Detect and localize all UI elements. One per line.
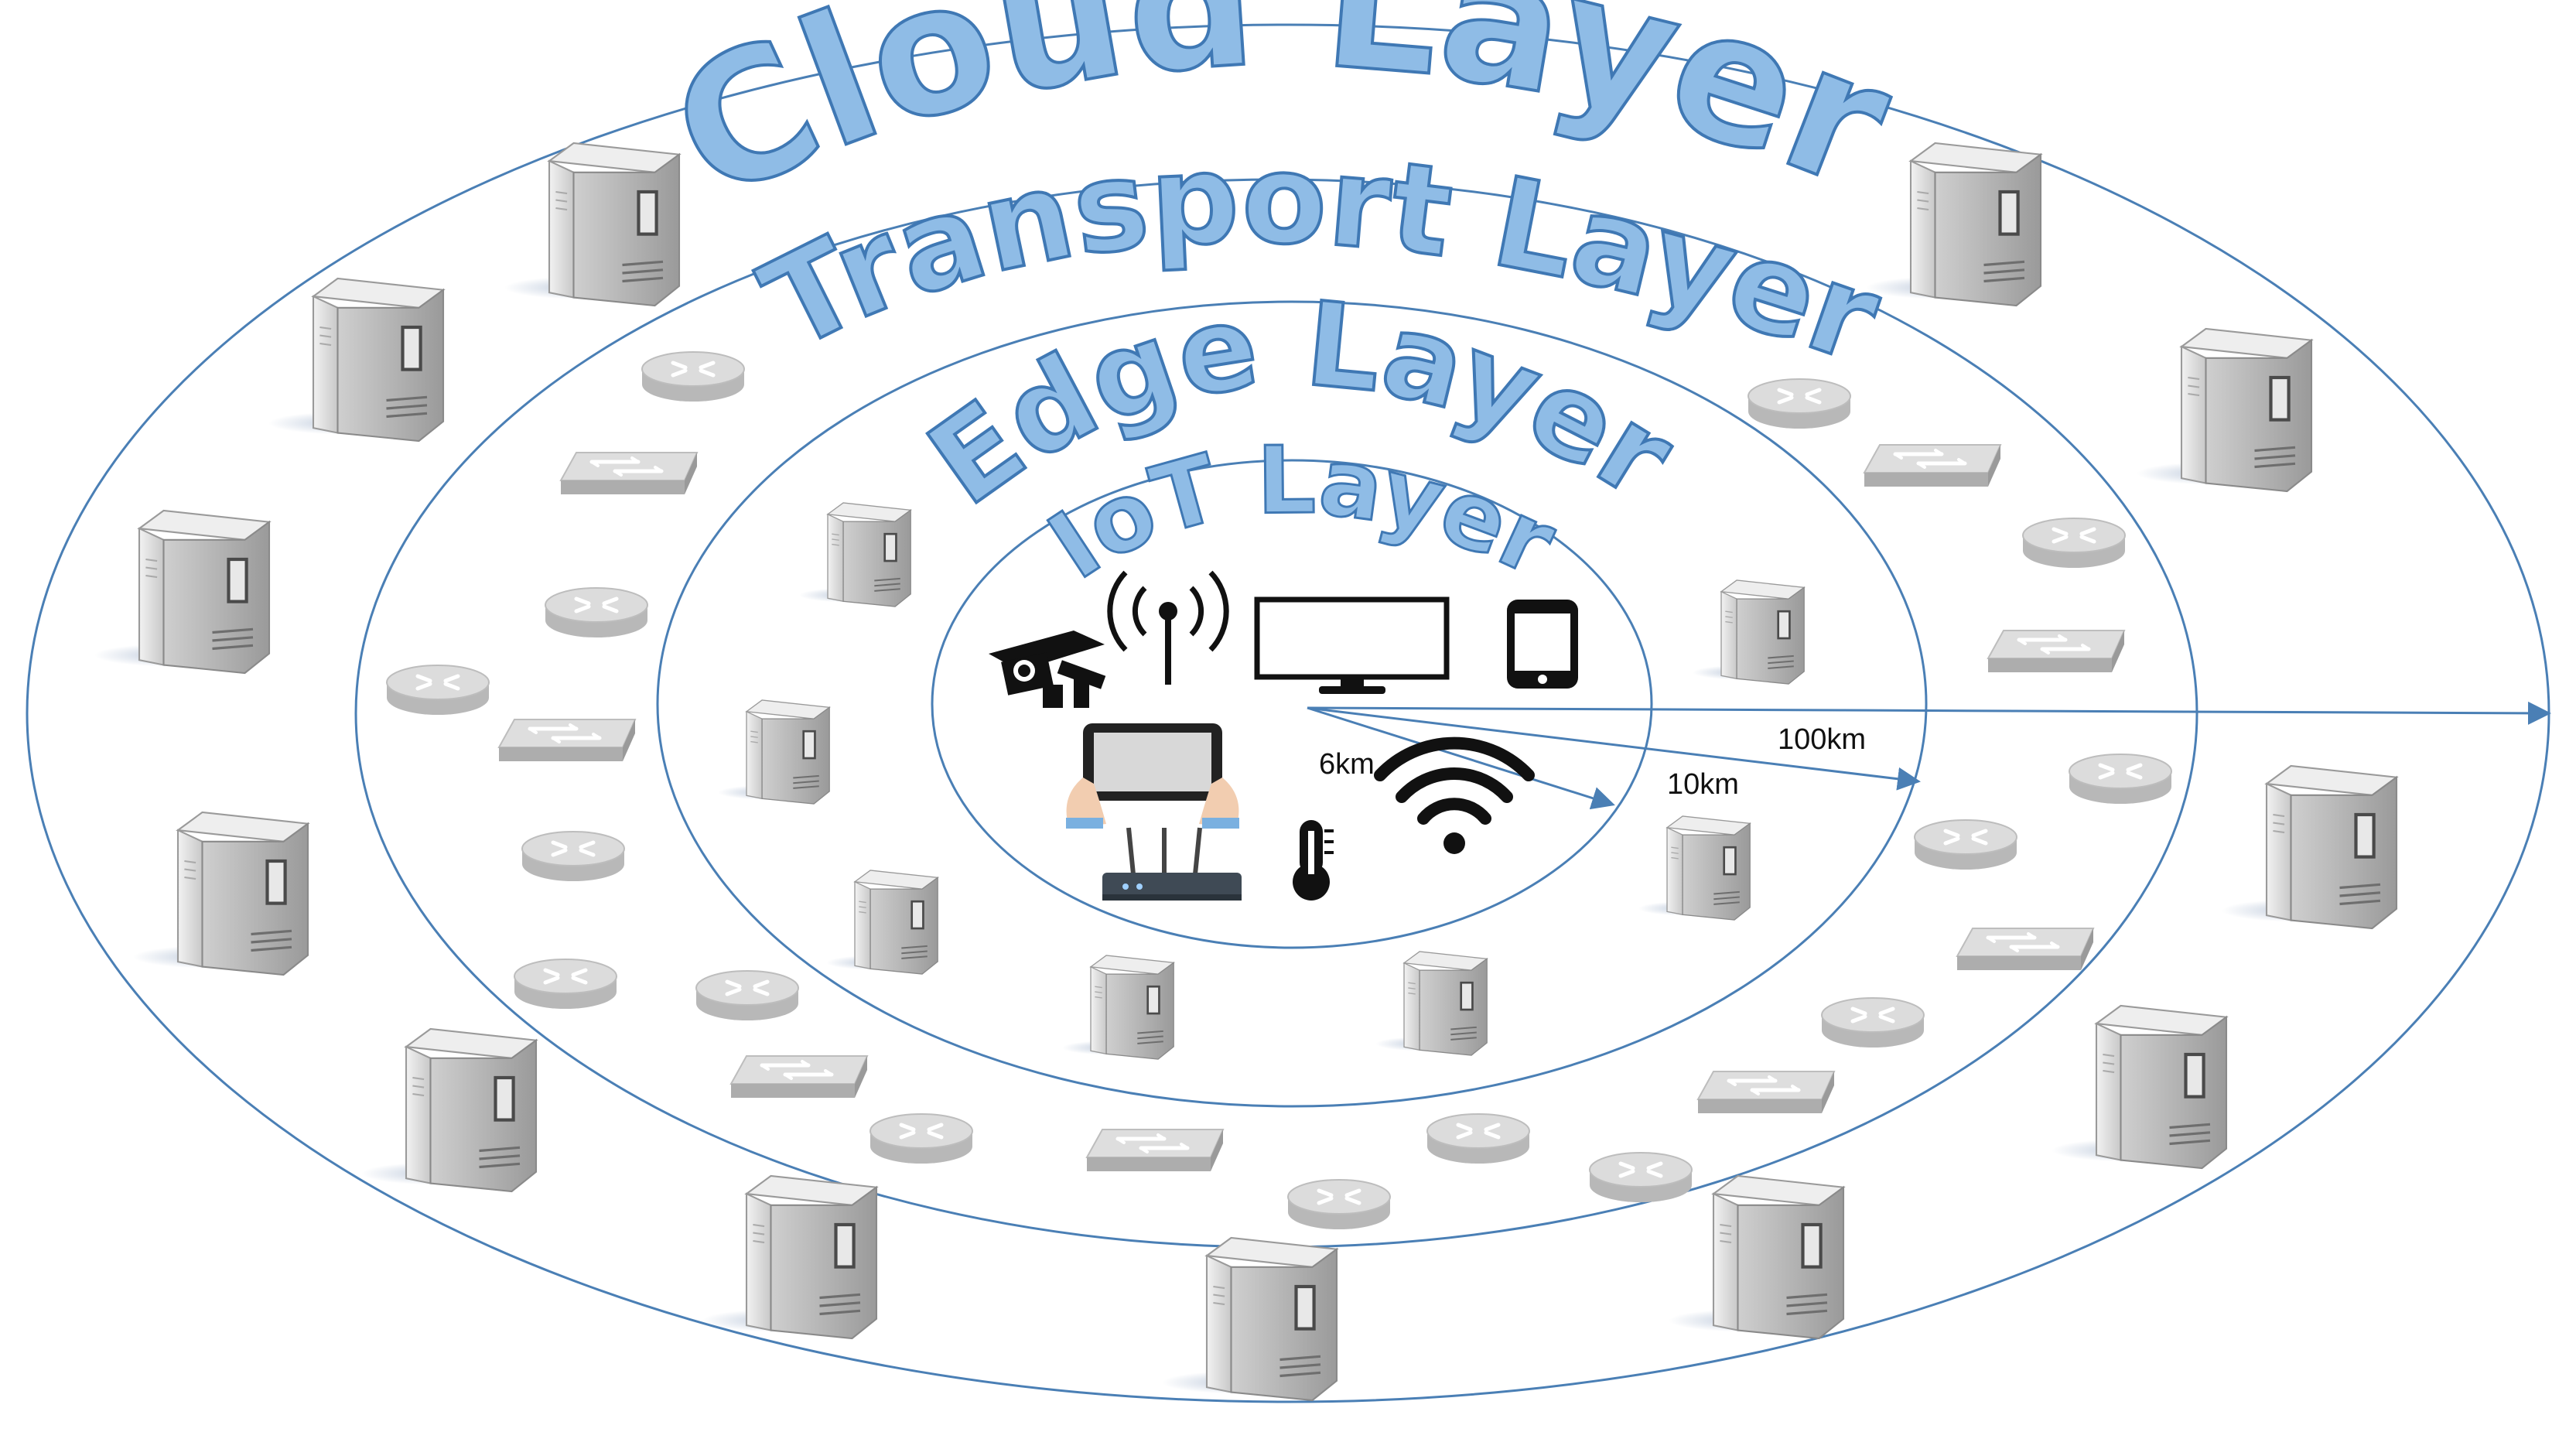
network-router-icon bbox=[387, 665, 489, 715]
monitor-icon bbox=[1254, 596, 1450, 694]
cloud-server-icon bbox=[360, 1027, 538, 1193]
network-router-icon bbox=[545, 588, 647, 637]
cctv-camera-icon bbox=[989, 631, 1106, 708]
network-router-icon bbox=[2023, 518, 2125, 568]
cloud-server-icon bbox=[132, 811, 309, 976]
thermometer-icon bbox=[1293, 820, 1334, 901]
iot-devices bbox=[989, 570, 1578, 901]
network-router-icon bbox=[1915, 820, 2017, 870]
network-router-icon bbox=[696, 971, 798, 1020]
cloud-server-icon bbox=[1864, 142, 2042, 307]
cloud-server-icon bbox=[2220, 764, 2398, 930]
network-router-icon bbox=[2069, 754, 2171, 804]
cloud-server-icon bbox=[503, 142, 681, 307]
antenna-icon bbox=[1107, 570, 1229, 685]
label-10km: 10km bbox=[1667, 768, 1739, 801]
network-router-icon bbox=[642, 352, 744, 402]
label-6km: 6km bbox=[1319, 748, 1375, 781]
cloud-server-icon bbox=[2050, 1004, 2228, 1170]
network-router-icon bbox=[1748, 379, 1850, 429]
cloud-server-icon bbox=[93, 509, 271, 675]
edge-layer-ring bbox=[656, 300, 1928, 1108]
wifi-icon bbox=[1374, 737, 1535, 854]
edge-server-icon bbox=[1638, 815, 1751, 921]
edge-server-icon bbox=[1061, 954, 1175, 1061]
network-router-icon bbox=[522, 832, 624, 881]
network-switch-icon bbox=[1957, 928, 2093, 970]
router-icon bbox=[1102, 827, 1242, 901]
network-switch-icon bbox=[731, 1056, 867, 1098]
arrow-10km bbox=[1307, 706, 1921, 791]
tablet-icon bbox=[1066, 723, 1239, 829]
smartphone-icon bbox=[1507, 600, 1578, 689]
network-router-icon bbox=[514, 959, 617, 1009]
cloud-server-icon bbox=[700, 1174, 878, 1340]
distance-arrows bbox=[1307, 701, 2551, 810]
edge-server-icon bbox=[798, 501, 912, 608]
network-switch-icon bbox=[1698, 1071, 1834, 1113]
network-router-icon bbox=[1822, 998, 1924, 1048]
network-switch-icon bbox=[561, 453, 697, 494]
label-100km: 100km bbox=[1778, 723, 1866, 756]
edge-layer-servers bbox=[717, 501, 1806, 1061]
network-router-icon bbox=[870, 1114, 972, 1164]
edge-server-icon bbox=[1375, 950, 1488, 1057]
network-switch-icon bbox=[1988, 631, 2124, 672]
edge-server-icon bbox=[717, 699, 831, 805]
network-router-icon bbox=[1590, 1153, 1692, 1202]
cloud-server-icon bbox=[2135, 327, 2313, 493]
network-router-icon bbox=[1288, 1180, 1390, 1229]
cloud-server-icon bbox=[1667, 1174, 1845, 1340]
network-switch-icon bbox=[499, 719, 635, 761]
iot-layer-ring bbox=[931, 459, 1653, 949]
edge-server-icon bbox=[825, 869, 939, 976]
edge-server-icon bbox=[1692, 579, 1806, 685]
network-switch-icon bbox=[1864, 445, 2000, 487]
cloud-server-icon bbox=[267, 277, 445, 443]
arrow-6km bbox=[1307, 706, 1615, 810]
network-switch-icon bbox=[1087, 1130, 1223, 1171]
cloud-server-icon bbox=[1160, 1236, 1338, 1402]
arrow-100km bbox=[1307, 701, 2551, 725]
network-router-icon bbox=[1427, 1114, 1529, 1164]
